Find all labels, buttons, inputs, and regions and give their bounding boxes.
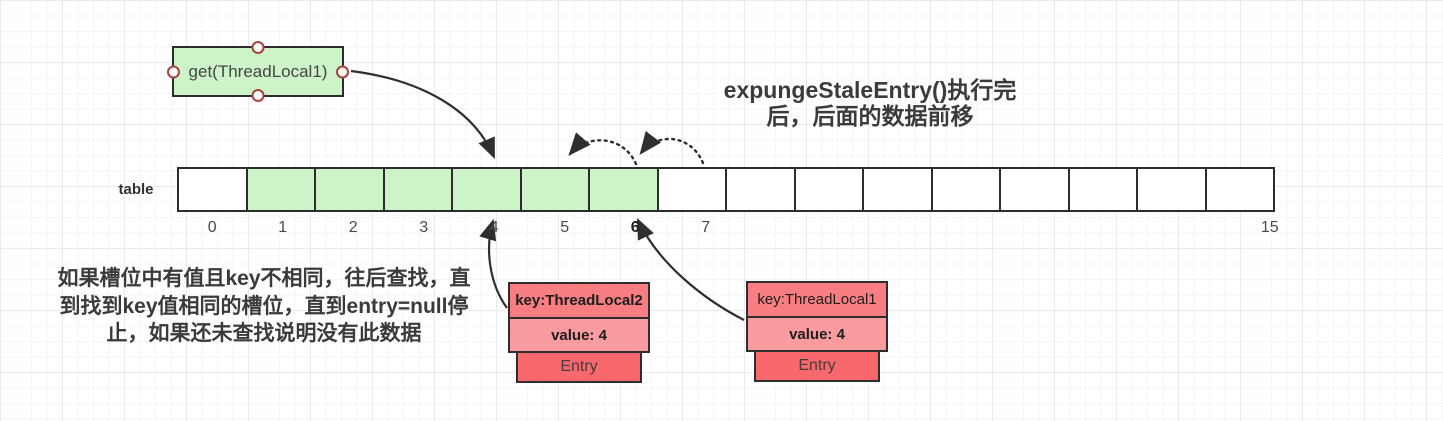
note-annotation: 如果槽位中有值且key不相同，往后查找，直 到找到key值相同的槽位，直到ent… bbox=[38, 265, 490, 348]
index-label bbox=[1023, 217, 1094, 239]
title-line-2: 后，后面的数据前移 bbox=[766, 103, 974, 129]
entry1-footer: Entry bbox=[754, 350, 880, 382]
table-cell[interactable] bbox=[1067, 167, 1138, 212]
index-label bbox=[882, 217, 953, 239]
index-label: 6 bbox=[630, 219, 640, 236]
shift-arc-slot7-to-slot6 bbox=[639, 130, 705, 165]
entry2-key: key:ThreadLocal2 bbox=[508, 282, 650, 319]
entry-box-threadlocal1[interactable]: key:ThreadLocal1 value: 4 Entry bbox=[746, 281, 888, 382]
entry2-footer: Entry bbox=[516, 351, 642, 383]
entry2-value: value: 4 bbox=[508, 317, 650, 353]
note-line-3: 止，如果还未查找说明没有此数据 bbox=[106, 322, 422, 345]
table-cell[interactable] bbox=[588, 167, 659, 212]
get-box-label: get(ThreadLocal1) bbox=[188, 61, 328, 81]
note-line-2: 到找到key值相同的槽位，直到entry=null停 bbox=[59, 294, 469, 318]
table-cell[interactable] bbox=[725, 167, 796, 212]
hash-table bbox=[177, 167, 1275, 212]
table-cell[interactable] bbox=[1204, 167, 1275, 212]
entry-box-threadlocal2[interactable]: key:ThreadLocal2 value: 4 Entry bbox=[508, 282, 650, 383]
index-label: 7 bbox=[701, 219, 711, 236]
index-label bbox=[812, 217, 883, 239]
table-cell[interactable] bbox=[314, 167, 385, 212]
resize-handle-bottom[interactable] bbox=[251, 89, 265, 102]
table-cell[interactable] bbox=[245, 167, 316, 212]
get-threadlocal1-box[interactable]: get(ThreadLocal1) bbox=[167, 41, 349, 102]
table-cell[interactable] bbox=[862, 167, 933, 212]
table-cell[interactable] bbox=[519, 167, 590, 212]
index-label: 2 bbox=[348, 219, 358, 236]
entry1-key: key:ThreadLocal1 bbox=[746, 281, 888, 318]
title-annotation: expungeStaleEntry()执行完 后，后面的数据前移 bbox=[700, 77, 1040, 129]
index-label: 3 bbox=[419, 219, 429, 236]
table-cell[interactable] bbox=[793, 167, 864, 212]
table-cell[interactable] bbox=[656, 167, 727, 212]
index-label bbox=[953, 217, 1024, 239]
note-line-1: 如果槽位中有值且key不相同，往后查找，直 bbox=[57, 267, 471, 290]
table-label: table bbox=[118, 181, 154, 198]
index-label bbox=[1164, 217, 1235, 239]
entry1-value: value: 4 bbox=[746, 316, 888, 352]
get-to-slot4-arrow bbox=[350, 69, 496, 160]
index-label bbox=[1094, 217, 1165, 239]
index-label: 5 bbox=[560, 219, 570, 236]
table-cell[interactable] bbox=[177, 167, 248, 212]
title-line-1: expungeStaleEntry()执行完 bbox=[723, 77, 1017, 103]
index-row: 0 1 2 3 4 5 6 7 15 bbox=[177, 217, 1305, 239]
table-cell[interactable] bbox=[1136, 167, 1207, 212]
resize-handle-right[interactable] bbox=[336, 65, 349, 78]
index-label: 0 bbox=[207, 219, 217, 236]
index-label: 1 bbox=[278, 219, 288, 236]
table-cell[interactable] bbox=[999, 167, 1070, 212]
resize-handle-top[interactable] bbox=[251, 41, 265, 54]
index-label bbox=[741, 217, 812, 239]
shift-arc-slot6-to-slot5 bbox=[568, 132, 638, 166]
index-label: 15 bbox=[1260, 219, 1279, 236]
table-cell[interactable] bbox=[382, 167, 453, 212]
table-cell[interactable] bbox=[451, 167, 522, 212]
table-cell[interactable] bbox=[930, 167, 1001, 212]
resize-handle-left[interactable] bbox=[167, 65, 180, 78]
index-label: 4 bbox=[489, 219, 499, 236]
